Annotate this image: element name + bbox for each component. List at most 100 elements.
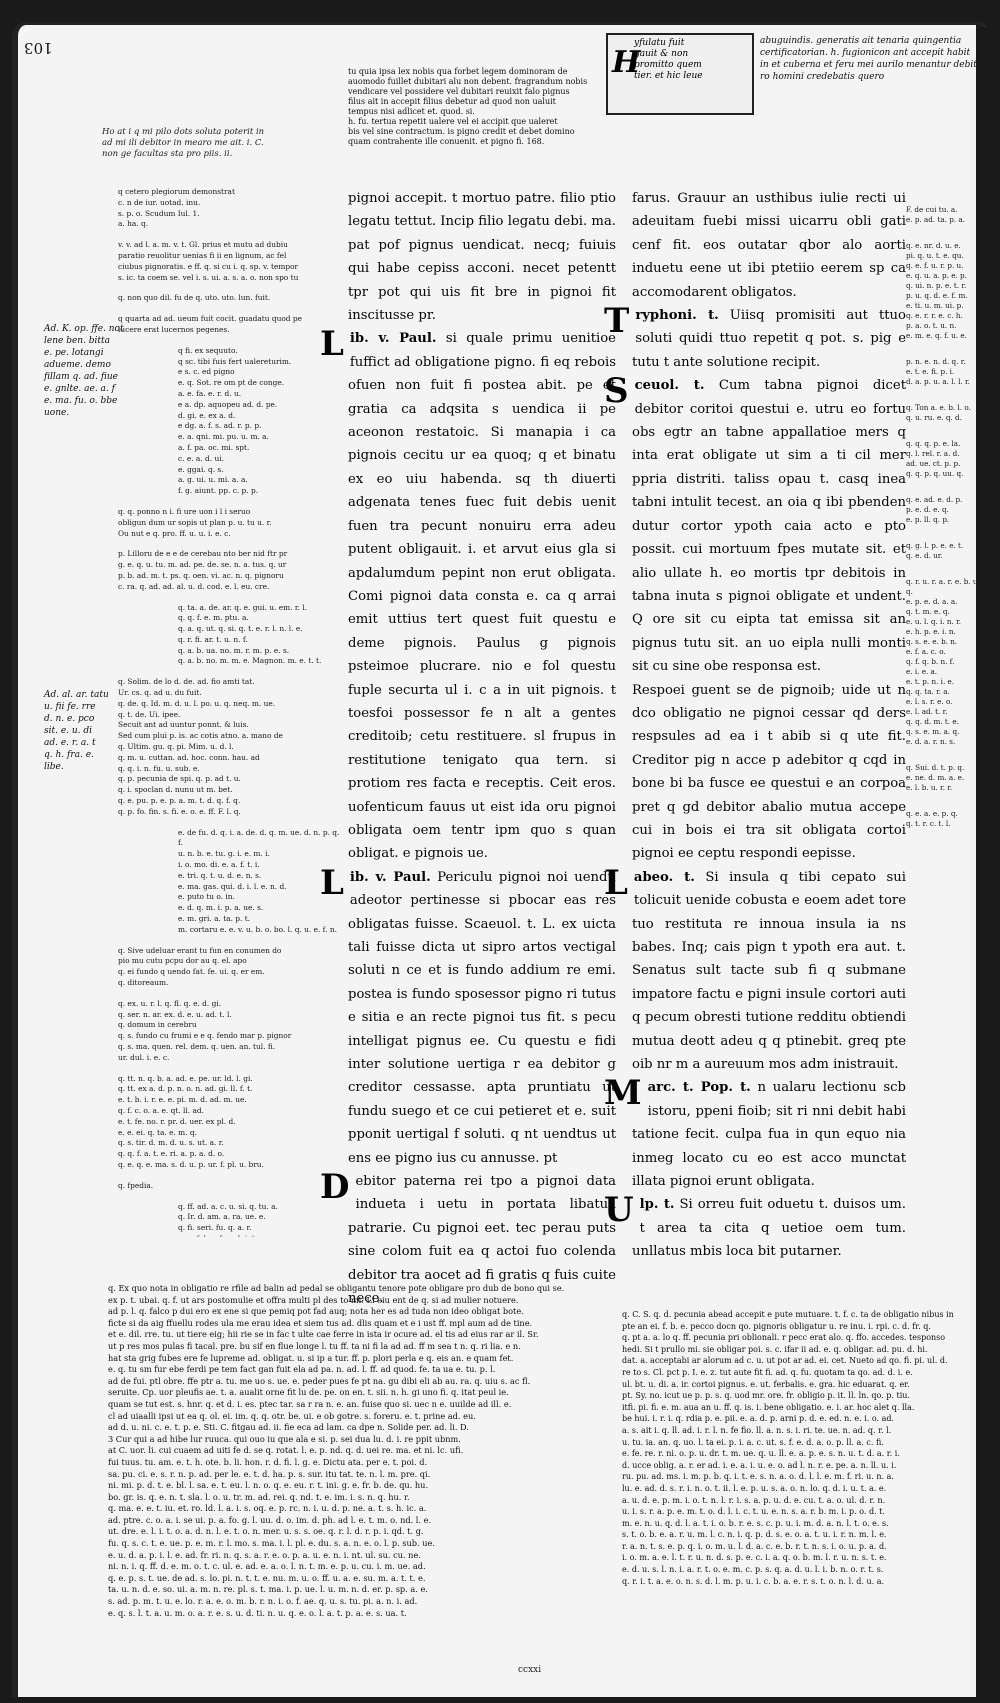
gloss-line: u. i. s. r. a. p. e. m. t. o. d. l. i. c… — [622, 1507, 885, 1517]
gloss-line: e. e. ei. q. ta. e. m. q. — [118, 1127, 197, 1137]
gloss-line: q. e. f. u. r. p. u. — [906, 261, 964, 270]
gloss-block: q quarta ad ad. ueum fuit cocit. guadatu… — [118, 314, 344, 336]
left-margin-note-1: Ad. K. op. ffe. not lene ben. bitta e. p… — [44, 323, 124, 419]
gloss-line: seruite. Cp. uor pleufis ae. t. a. auali… — [108, 1387, 509, 1398]
gloss-line: hedi. Si t prullo mi. sie obligar poi. s… — [622, 1344, 928, 1354]
text-paragraph: farus. Grauur an usthibus iulie recti ui… — [632, 187, 906, 304]
gloss-line: q. s. ma. quen. rel. dem. q. uen. an. tu… — [118, 1041, 276, 1051]
gloss-line: q sc. tibi fuis fert ualereturim. — [178, 356, 292, 366]
gloss-line: c. ra. q. ad. ad. al. u. d. cod. e. l. e… — [118, 581, 270, 591]
gloss-line: q. Ex quo nota in obligatio re rfile ad … — [108, 1283, 565, 1293]
inserted-slip: H yfulatu fuit gauit & non promitto quem… — [606, 33, 754, 115]
gloss-line: s. t. o. b. e. a. r. u. m. l. c. n. i. q… — [622, 1530, 887, 1540]
gloss-block: q. e. nr. d. u. e.pi. q. u. t. e. qu.q. … — [906, 241, 986, 341]
gloss-line: q. l. rel. r. a. d. — [906, 449, 960, 458]
gloss-line: q. s. tir. d. m. d. u. s. ut. a. r. — [118, 1138, 224, 1148]
gloss-line: e. puto tu o. in. — [178, 892, 235, 902]
gloss-line: q. s. fundo cu frumi e e q. fendo mar p.… — [118, 1031, 292, 1041]
gloss-line: hat sta grig fubes ere fe lupreme ad. ob… — [108, 1352, 514, 1363]
gloss-line: q quarta ad ad. ueum fuit cocit. guadatu… — [118, 314, 302, 324]
gloss-line: q. ma. e. e. t. iu. et. ro. ld. l. a. i.… — [108, 1503, 427, 1514]
decorated-initial: D — [320, 1167, 350, 1208]
paragraph-text: pignoi accepit. t mortuo patre. filio pt… — [348, 191, 616, 324]
top-right-marginal-note: abuguindis. generatis ait tenaria quinge… — [760, 35, 986, 125]
gloss-line: e. q. Sot. re om pt de conge. — [178, 378, 285, 388]
gloss-line: p. a. o. t. u. n. — [906, 321, 957, 330]
gloss-line: e. p. ad. ta. p. a. — [906, 215, 965, 224]
gloss-block: q. tt. n. q. b. a. ad. e. pe. ur. ld. l.… — [118, 1074, 344, 1171]
gloss-line: bis vel sine contractum. is pigno credit… — [348, 127, 575, 136]
gloss-line: q. q. ponno n i. fi ure uon i l i seruo — [118, 506, 251, 516]
gloss-line: e. ne. d. m. a. e. — [906, 773, 965, 782]
gloss-block: q. Solim. de lo d. de. ad. fio amti tat.… — [118, 677, 344, 817]
gloss-line: q. a. b. no. m. m. e. Magnon. m. e. t. t… — [178, 656, 322, 666]
gloss-line: re to s. Cl. pct p. I. e. z. tut aute fi… — [622, 1367, 913, 1377]
gloss-line: i. o. m. a. e. l. t. r. u. n. d. s. p. e… — [622, 1553, 887, 1563]
gloss-line: 3 Cur qui a ad hibe lur ruuca. qui ouo i… — [108, 1433, 461, 1444]
gloss-block: q. ta. a. de. ar. q. e. gui. u. em. r. l… — [118, 603, 344, 668]
gloss-block: q. Sive udeluar erant tu fun en conumen … — [118, 946, 344, 989]
gloss-line: e. t. fe. no. r. pr. d. uer. ex pl. d. — [118, 1116, 236, 1126]
gloss-line: s. ic. ta coem se. vel i. s. ui. a. s. a… — [118, 272, 299, 282]
bottom-scribble: ccxxi — [518, 1665, 542, 1675]
gloss-line: q. u. ru. e. q. d. — [906, 413, 962, 422]
gloss-line: q. tt. ex a. d. p. n. o. n. ad. gi. ll. … — [118, 1084, 253, 1094]
decorated-initial: U — [604, 1190, 634, 1231]
text-paragraph: pignoi accepit. t mortuo patre. filio pt… — [348, 187, 616, 327]
gloss-line: vendicare vel possidere vel dubitari reu… — [348, 87, 570, 96]
gloss-line: e. fe. re. r. ni. o. p. u. dr. t. m. ue.… — [622, 1449, 900, 1459]
gloss-line: q. a. b. ua. no. m. r. m. p. e. s. — [178, 645, 290, 655]
gloss-line: q. ei fundo q uendo fat. fe. ui. q. er e… — [118, 967, 265, 977]
note-line: sit. e. u. di — [44, 726, 93, 736]
gloss-line: q. e. q. e. ma. s. d. u. p. ur. f. pl. u… — [118, 1159, 264, 1169]
rubric-inscription: ib. v. Paul. — [349, 869, 431, 885]
gloss-line: a. u. d. e. p. m. i. o. t. n. l. r. i. s… — [622, 1495, 886, 1505]
gloss-line: a. ha. q. — [118, 219, 149, 229]
gloss-line: q. e. p. s. t. ue. de ad. s. lo. pi. n. … — [108, 1572, 426, 1583]
gloss-line: e. m. e. q. f. u. e. — [906, 331, 967, 340]
gloss-line: obligun dum ur sopis ut plan p. u. tu u.… — [118, 517, 272, 527]
gloss-line: f. g. aiunt. pp. c. p. p. — [178, 486, 259, 496]
gloss-line: q. f. q. b. n. f. — [906, 657, 955, 666]
gloss-block: p. Lilloru de e e de cerebau nto ber nid… — [118, 549, 344, 592]
gloss-line: ficte si da aig ffuellu rodes ula me era… — [108, 1317, 533, 1328]
gloss-block: q fi. ex sequuto.q sc. tibi fuis fert ua… — [118, 346, 344, 497]
gloss-line: e. l. s. r. e. o. — [906, 697, 953, 706]
gloss-line: d. ucce oblig. a. r. er ad. i. e. a. i. … — [622, 1460, 897, 1470]
gloss-line: e. d. q. m. i. p. a. ue. s. — [178, 903, 264, 913]
gloss-line: q. t. r. c. t. l. — [906, 819, 951, 828]
text-paragraph: Respoei guent se de pignoib; uide ut n d… — [632, 679, 906, 866]
paragraph-text: Si insula q tibi cepato sui tolicuit uen… — [632, 869, 906, 1073]
bottom-gloss-left: q. Ex quo nota in obligatio re rfile ad … — [108, 1283, 608, 1663]
rubric-inscription: ryphoni. t. — [635, 308, 719, 324]
gloss-line: filus ait in accepit filius debetur ad q… — [348, 97, 556, 106]
note-line: non ge facultas sta pro piis. ii. — [102, 149, 233, 159]
gloss-line: e a. dp. aquopeu ad. d. pe. — [178, 399, 278, 409]
rubric-inscription: arc. t. Pop. t. — [647, 1080, 751, 1096]
paragraph-text: Respoei guent se de pignoib; uide ut n d… — [632, 682, 906, 862]
decorated-initial: M — [604, 1073, 642, 1114]
rubric-inscription: ib. v. Paul. — [349, 331, 437, 347]
gloss-line: v. v. ad l. a. m. v. t. Gl. prius et mut… — [118, 240, 288, 250]
note-line: certificatorian. h. fugionicon ant accep… — [760, 48, 971, 58]
gloss-line: q. non quo dil. fu de q. uto. uto. lun. … — [118, 293, 271, 303]
gloss-line: p. n. e. n. d. q. r. — [906, 357, 966, 366]
gloss-line: ul. bt. u. di. a. ir. cortoi pignus. e. … — [622, 1379, 910, 1389]
gloss-line: q. f. c. o. a. e. qt. ll. ad. — [118, 1105, 204, 1115]
gloss-line: e. m. gri. a. ta. p. t. — [178, 914, 251, 924]
gloss-line: q. domum in cerebru — [118, 1020, 197, 1030]
gloss-line: at C. uor. li. cui cuaem ad uiti fe d. s… — [108, 1445, 464, 1456]
gloss-block: q. q. q. p. e. la.q. l. rel. r. a. d.ad.… — [906, 439, 986, 479]
note-line: ro homini credebatis quero — [760, 72, 885, 82]
gloss-block: F. de cui tu. a.e. p. ad. ta. p. a. — [906, 205, 986, 225]
left-margin-note-2: Ad. al. ar. tatu u. fii fe. rre d. n. e.… — [44, 689, 124, 773]
gloss-line: paratio reuolitur uenias fi ii en lignum… — [118, 250, 287, 260]
gloss-line: e. tri. q. t. u. d. e. n. s. — [178, 870, 262, 880]
paragraph-text: n ualaru lectionu scb istoru, ppeni fioi… — [632, 1080, 906, 1190]
gloss-line: e. u. d. a. p. i. l. e. ad. fr. ri. n. q… — [108, 1549, 421, 1560]
gloss-line: q. fpedia. — [118, 1180, 154, 1190]
